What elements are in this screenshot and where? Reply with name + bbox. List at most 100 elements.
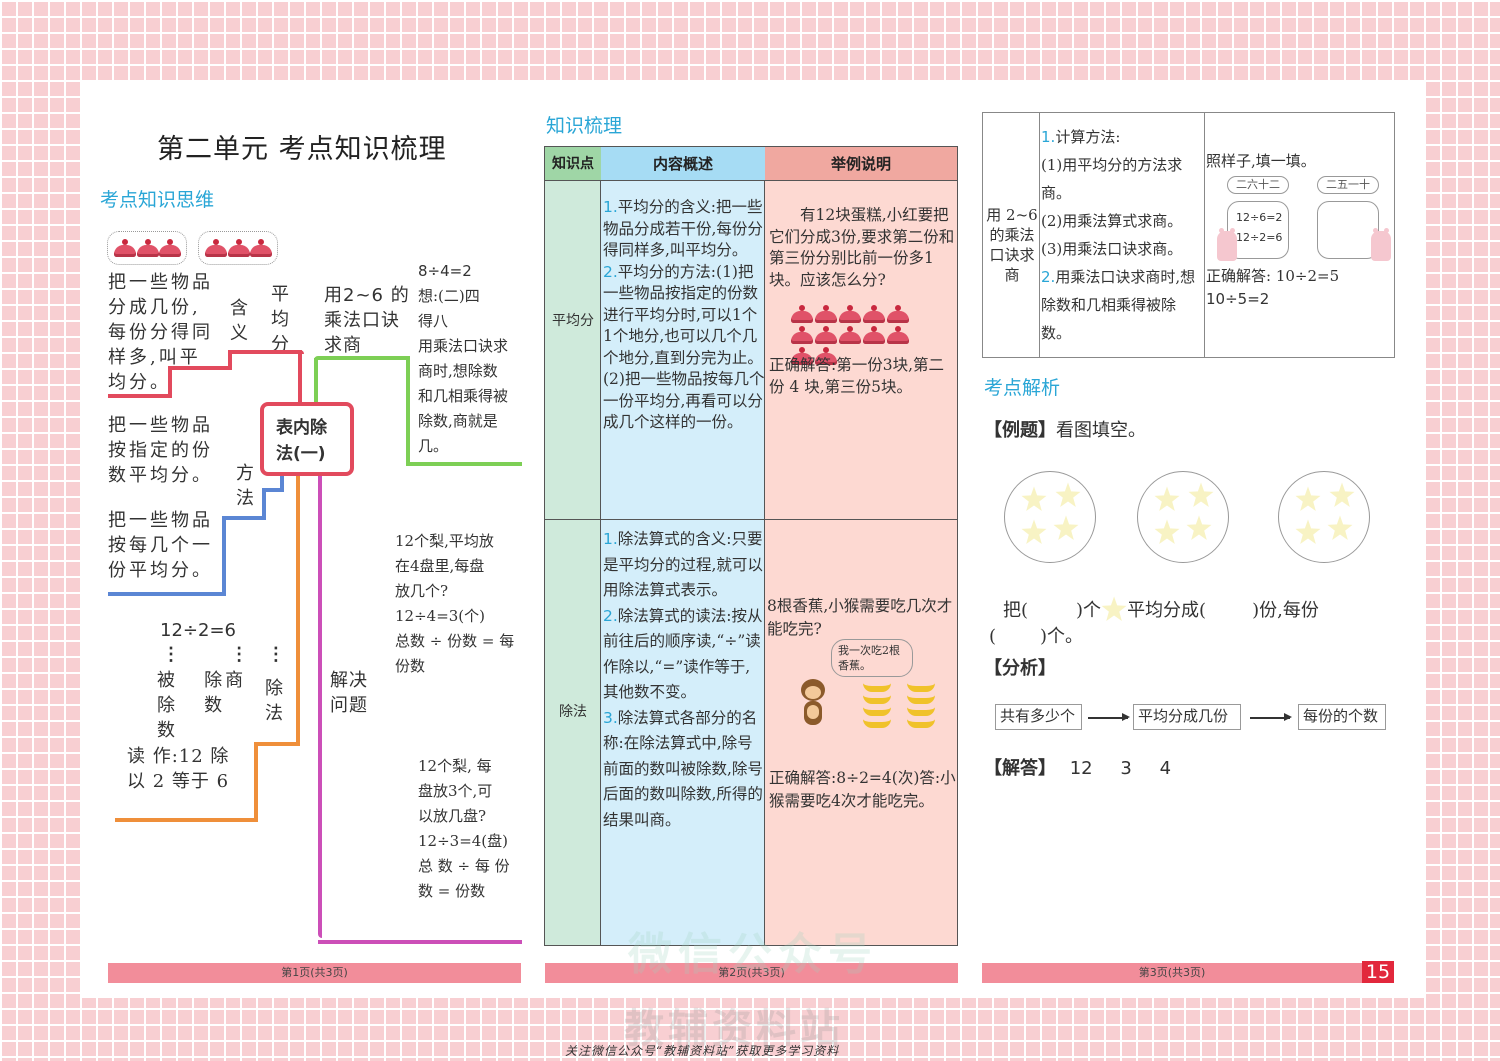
cake-group-2 xyxy=(198,231,278,265)
arrow-icon xyxy=(1088,714,1130,720)
flow-step-2: 平均分成几份 xyxy=(1133,704,1241,730)
star-icon xyxy=(1295,519,1321,544)
branch-line xyxy=(296,476,300,746)
header-topic: 知识点 xyxy=(545,147,601,181)
branch-line xyxy=(314,358,318,404)
cake-icon xyxy=(114,239,136,257)
branch-line xyxy=(406,356,410,466)
star-icon xyxy=(1021,486,1047,511)
cake-icon xyxy=(159,239,181,257)
bear-icon xyxy=(1217,228,1237,261)
branch-line xyxy=(262,488,284,492)
cake-icon xyxy=(887,326,909,344)
branch-line xyxy=(222,516,266,520)
banana-icon xyxy=(907,695,935,704)
branch-line xyxy=(254,742,258,820)
banana-stack-2 xyxy=(907,683,937,739)
cake-icon xyxy=(791,305,813,323)
star-icon xyxy=(1329,482,1355,507)
branch-line xyxy=(406,462,522,466)
branch-line xyxy=(318,476,322,938)
cake-illustration xyxy=(791,305,931,365)
branch-line xyxy=(280,476,284,490)
content-koujue: 1.计算方法: (1)用平均分的方法求商。 (2)用乘法算式求商。 (3)用乘法… xyxy=(1041,128,1196,342)
koujue-answer: 正确解答: 10÷2=5 10÷5=2 xyxy=(1206,267,1340,308)
plate-2 xyxy=(1137,471,1229,563)
example-heading: 【例题】看图填空。 xyxy=(984,420,1146,441)
answer-line: 【解答】 12 3 4 xyxy=(984,758,1172,779)
cake-icon xyxy=(815,326,837,344)
example-question-chufa: 8根香蕉,小猴需要吃几次才能吃完? xyxy=(767,597,953,638)
star-icon xyxy=(1188,482,1214,507)
banana-icon xyxy=(863,707,891,716)
star-icon xyxy=(1021,519,1047,544)
page-footer-2: 第2页(共3页) xyxy=(545,963,958,983)
header-content: 内容概述 xyxy=(601,147,765,181)
meaning-label: 含 义 xyxy=(230,298,251,344)
branch-label-jiejue: 解决 问题 xyxy=(330,670,368,716)
plate-1 xyxy=(1004,471,1096,563)
topic-koujue: 用 2~6 的乘法口诀求商 xyxy=(986,206,1038,284)
watermark-line2: 教辅资料站 xyxy=(624,1006,844,1052)
star-icon xyxy=(1053,515,1079,540)
branch-line xyxy=(314,356,410,360)
page-footer-1: 第1页(共3页) xyxy=(108,963,521,983)
row-divider xyxy=(545,519,957,520)
branch-line xyxy=(108,592,226,596)
jiejue-example-2: 12个梨, 每 盘放3个,可 以放几盘? 12÷3=4(盘) 总 数 ÷ 每 份… xyxy=(418,757,510,900)
page-title: 第二单元 考点知识梳理 xyxy=(157,134,447,165)
cake-icon xyxy=(863,326,885,344)
content-chufa: 1.除法算式的含义:只要是平均分的过程,就可以用除法算式表示。 2.除法算式的读… xyxy=(603,530,763,829)
cake-icon xyxy=(791,326,813,344)
star-icon xyxy=(1055,482,1081,507)
example-prompt: 照样子,填一填。 xyxy=(1206,152,1316,170)
branch-label-chufa: 除 法 xyxy=(265,678,286,724)
branch-line xyxy=(262,488,266,520)
star-icon xyxy=(1154,519,1180,544)
box-right xyxy=(1317,201,1379,259)
branch-line xyxy=(298,350,302,404)
cake-icon xyxy=(227,239,250,257)
banana-icon xyxy=(907,719,935,728)
method-text-1: 把一些物品 按指定的份 数平均分。 xyxy=(108,415,213,486)
division-parts: 被 除商 除 数 数 xyxy=(157,670,247,741)
page-footer-3: 第3页(共3页) xyxy=(982,963,1362,983)
star-icon xyxy=(1295,486,1321,511)
koujue-table: 用 2~6 的乘法口诀求商 1.计算方法: (1)用平均分的方法求商。 (2)用… xyxy=(982,112,1395,358)
branch-label-koujue: 用2~6 的 乘法口诀 求商 xyxy=(324,285,410,356)
star-icon xyxy=(1154,486,1180,511)
column-divider xyxy=(1039,113,1040,357)
jiejue-example-1: 12个梨,平均放 在4盘里,每盘 放几个? 12÷4=3(个) 总数 ÷ 份数 … xyxy=(395,532,515,675)
watermark-line1: 微信公众号 xyxy=(628,929,878,980)
col-content xyxy=(601,147,765,945)
star-icon xyxy=(1327,515,1353,540)
banana-icon xyxy=(863,695,891,704)
method-label: 方 法 xyxy=(236,463,257,509)
star-icon xyxy=(1101,596,1127,621)
cake-icon xyxy=(839,305,861,323)
branch-line xyxy=(318,940,522,944)
cake-icon xyxy=(863,305,885,323)
branch-line xyxy=(115,818,258,822)
tag-right: 二五一十 xyxy=(1317,176,1379,194)
branch-line xyxy=(228,352,232,370)
banana-icon xyxy=(907,683,935,692)
banana-stack-1 xyxy=(863,683,893,739)
section-title-mindmap: 考点知识思维 xyxy=(100,189,215,211)
cake-group-1 xyxy=(107,231,187,265)
star-icon xyxy=(1186,515,1212,540)
col-example xyxy=(765,147,957,945)
col-topic xyxy=(545,147,601,945)
topic-pingjunfen: 平均分 xyxy=(552,313,594,329)
cake-icon xyxy=(205,239,227,257)
arrow-icon xyxy=(1250,714,1292,720)
banana-icon xyxy=(863,683,891,692)
method-text-2: 把一些物品 按每几个一 份平均分。 xyxy=(108,510,213,581)
flow-step-3: 每份的个数 xyxy=(1298,704,1386,730)
fill-sentence-2: ()个。 xyxy=(989,626,1084,647)
banana-icon xyxy=(863,719,891,728)
cake-icon xyxy=(815,305,837,323)
header-example: 举例说明 xyxy=(765,147,957,181)
example-question-pingjunfen: 有12块蛋糕,小红要把它们分成3份,要求第二份和第三份分别比前一份多1块。应该怎… xyxy=(769,206,955,289)
meaning-text: 把一些物品 分成几份, 每份分得同 样多,叫平 均分。 xyxy=(108,272,213,393)
